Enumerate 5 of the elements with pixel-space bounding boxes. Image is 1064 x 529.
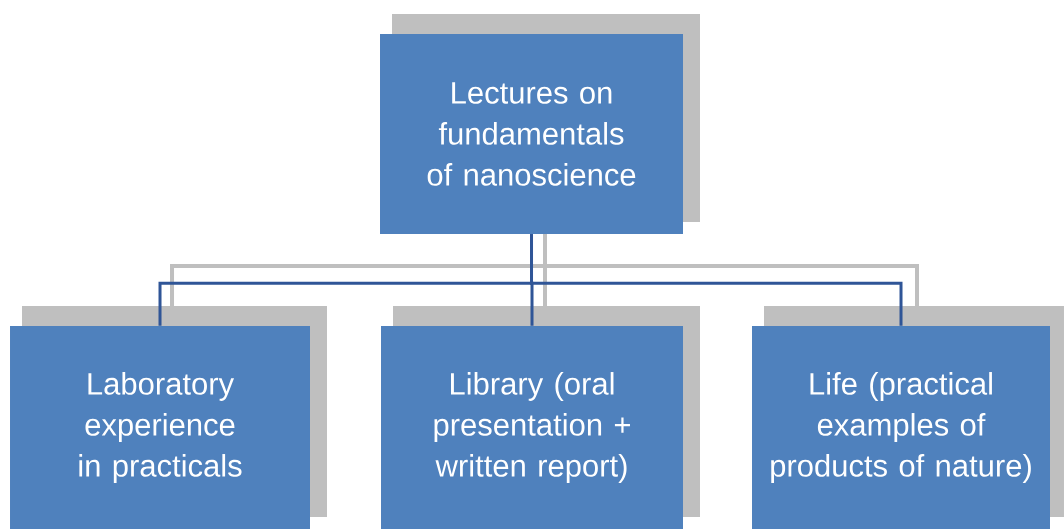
process-box: Lectures on fundamentals of nanoscience [380,34,683,234]
connector [530,234,903,326]
process-box: Library (oral presentation + written report) [381,326,683,529]
process-box: Life (practical examples of products of nature) [752,326,1050,529]
process-box: Laboratory experience in practicals [10,326,310,529]
